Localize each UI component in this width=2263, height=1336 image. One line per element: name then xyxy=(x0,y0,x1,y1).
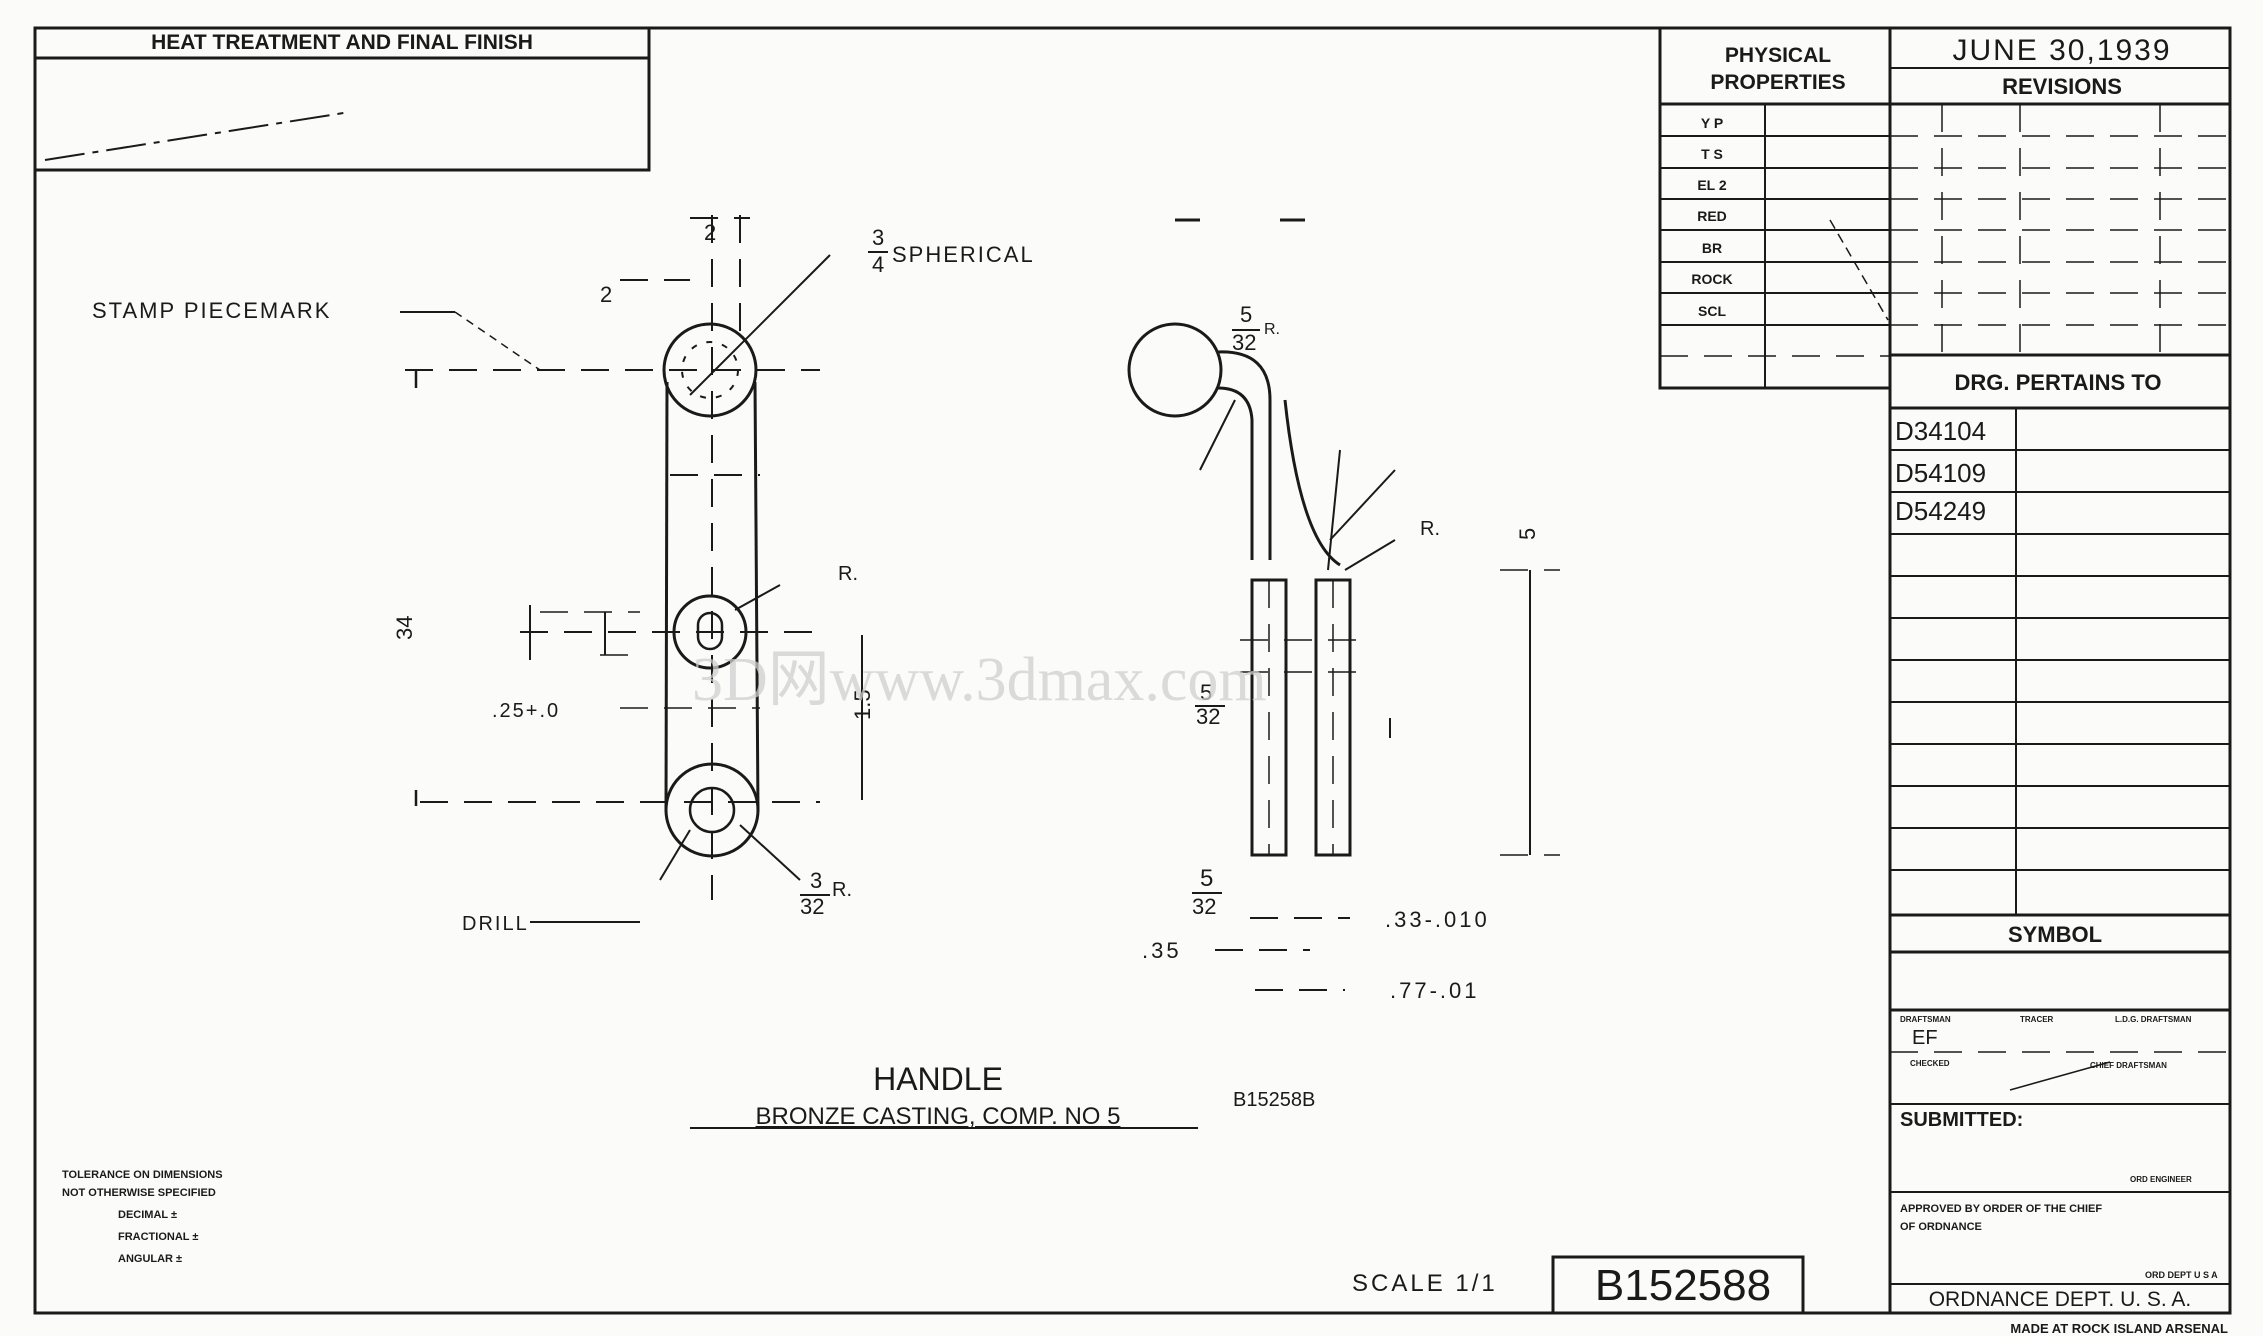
ldg-draftsman-label: L.D.G. DRAFTSMAN xyxy=(2115,1015,2192,1024)
title-block-column: JUNE 30,1939 REVISIONS DRG. PERTAINS TO xyxy=(1888,26,2232,1315)
revisions-grid xyxy=(1890,104,2230,355)
side-r-5-num: 5 xyxy=(1240,302,1252,327)
dim-25: .25+.0 xyxy=(492,700,560,722)
checked-label: CHECKED xyxy=(1910,1059,1950,1068)
spherical-label: SPHERICAL xyxy=(892,242,1035,267)
pp-row-yp: Y P xyxy=(1701,115,1723,131)
dim-half-left: 2 xyxy=(600,282,612,307)
pp-row-el: EL 2 xyxy=(1697,177,1727,193)
physical-properties-box: PHYSICAL PROPERTIES Y P T S EL 2 RED BR … xyxy=(1658,26,1892,390)
revisions-title: REVISIONS xyxy=(2002,74,2122,99)
spherical-denominator: 4 xyxy=(872,252,884,277)
watermark: 3D网www.3dmax.com xyxy=(692,646,1267,714)
symbol-title: SYMBOL xyxy=(2008,922,2102,947)
ord-dept-small: ORD DEPT U S A xyxy=(2145,1270,2218,1280)
dim-34-left: 34 xyxy=(392,616,417,640)
dim-r-bottom-den: 32 xyxy=(800,894,824,919)
spherical-numerator: 3 xyxy=(872,225,884,250)
heat-treatment-box: HEAT TREATMENT AND FINAL FINISH xyxy=(33,26,651,172)
revision-date: JUNE 30,1939 xyxy=(1952,34,2171,67)
dim-r-bottom: R. xyxy=(832,879,852,901)
spherical-end-circle xyxy=(662,322,758,418)
part-material: BRONZE CASTING, COMP. NO 5 xyxy=(756,1103,1121,1130)
tolerance-note: TOLERANCE ON DIMENSIONS NOT OTHERWISE SP… xyxy=(62,1169,223,1265)
approved-label-2: OF ORDNANCE xyxy=(1900,1221,1982,1233)
dim-35: .35 xyxy=(1142,938,1182,963)
svg-text:FRACTIONAL ±: FRACTIONAL ± xyxy=(118,1231,198,1243)
svg-text:ANGULAR ±: ANGULAR ± xyxy=(118,1253,182,1265)
handle-side-view: 5 32 R. R. 5 5 32 5 32 .33-.010 .35 .77-… xyxy=(1127,218,1560,1003)
approved-label: APPROVED BY ORDER OF THE CHIEF xyxy=(1900,1203,2102,1215)
drg-pertains-item-3: D54249 xyxy=(1895,496,1986,526)
drawing-number: B152588 xyxy=(1595,1261,1771,1310)
side-5-32-den: 32 xyxy=(1196,704,1220,729)
draftsman-initials: EF xyxy=(1912,1027,1938,1049)
pp-row-br: BR xyxy=(1702,240,1722,256)
dim-half-top: 2 xyxy=(704,220,716,245)
dim-1-5: 1.5 xyxy=(850,689,875,720)
made-at-arsenal: MADE AT ROCK ISLAND ARSENAL xyxy=(2010,1321,2228,1336)
side-r-5: R. xyxy=(1264,321,1280,338)
dim-33: .33-.010 xyxy=(1385,907,1490,932)
physical-properties-title-2: PROPERTIES xyxy=(1710,71,1845,94)
drawing-number-box: B152588 xyxy=(1551,1255,1805,1315)
dim-r-bottom-num: 3 xyxy=(810,868,822,893)
stamp-piecemark-label: STAMP PIECEMARK xyxy=(92,298,331,323)
side-bot-5-num: 5 xyxy=(1200,865,1213,892)
handle-plan-view: STAMP PIECEMARK 3 4 SPHERICAL 2 2 34 R. … xyxy=(92,215,1035,935)
drg-pertains-grid xyxy=(1890,449,2230,871)
dim-77: .77-.01 xyxy=(1390,978,1480,1003)
draftsman-label: DRAFTSMAN xyxy=(1900,1015,1951,1024)
chief-draftsman-label: CHIEF DRAFTSMAN xyxy=(2090,1061,2167,1070)
side-spherical-end xyxy=(1127,322,1223,418)
ord-engineer-label: ORD ENGINEER xyxy=(2130,1175,2192,1184)
dim-drill: DRILL xyxy=(462,913,529,935)
svg-text:TOLERANCE ON DIMENSIONS: TOLERANCE ON DIMENSIONS xyxy=(62,1169,223,1181)
scale-label: SCALE 1/1 xyxy=(1352,1270,1498,1297)
pp-row-ts: T S xyxy=(1701,146,1723,162)
ordnance-dept: ORDNANCE DEPT. U. S. A. xyxy=(1929,1288,2192,1311)
part-name: HANDLE xyxy=(873,1061,1003,1097)
side-r-mid: R. xyxy=(1420,518,1440,540)
svg-text:DECIMAL ±: DECIMAL ± xyxy=(118,1209,177,1221)
physical-properties-rows: Y P T S EL 2 RED BR ROCK SCL xyxy=(1660,115,1890,357)
side-bot-5-den: 32 xyxy=(1192,894,1216,919)
pp-row-scl: SCL xyxy=(1698,303,1726,319)
dim-r-middle: R. xyxy=(838,563,858,585)
side-dim-5-num: 5 xyxy=(1515,528,1540,540)
tracer-label: TRACER xyxy=(2020,1015,2054,1024)
svg-text:NOT OTHERWISE SPECIFIED: NOT OTHERWISE SPECIFIED xyxy=(62,1187,216,1199)
side-r-5-den: 32 xyxy=(1232,330,1256,355)
side-5-32-num: 5 xyxy=(1200,680,1212,705)
physical-properties-title-1: PHYSICAL xyxy=(1725,44,1831,67)
submitted-label: SUBMITTED: xyxy=(1900,1109,2023,1131)
drg-pertains-item-1: D34104 xyxy=(1895,416,1986,446)
drg-pertains-title: DRG. PERTAINS TO xyxy=(1955,370,2162,395)
pp-row-rock: ROCK xyxy=(1691,271,1732,287)
pp-row-red: RED xyxy=(1697,208,1727,224)
part-ref: B15258B xyxy=(1233,1089,1315,1111)
heat-treatment-title: HEAT TREATMENT AND FINAL FINISH xyxy=(151,31,533,54)
drg-pertains-item-2: D54109 xyxy=(1895,458,1986,488)
